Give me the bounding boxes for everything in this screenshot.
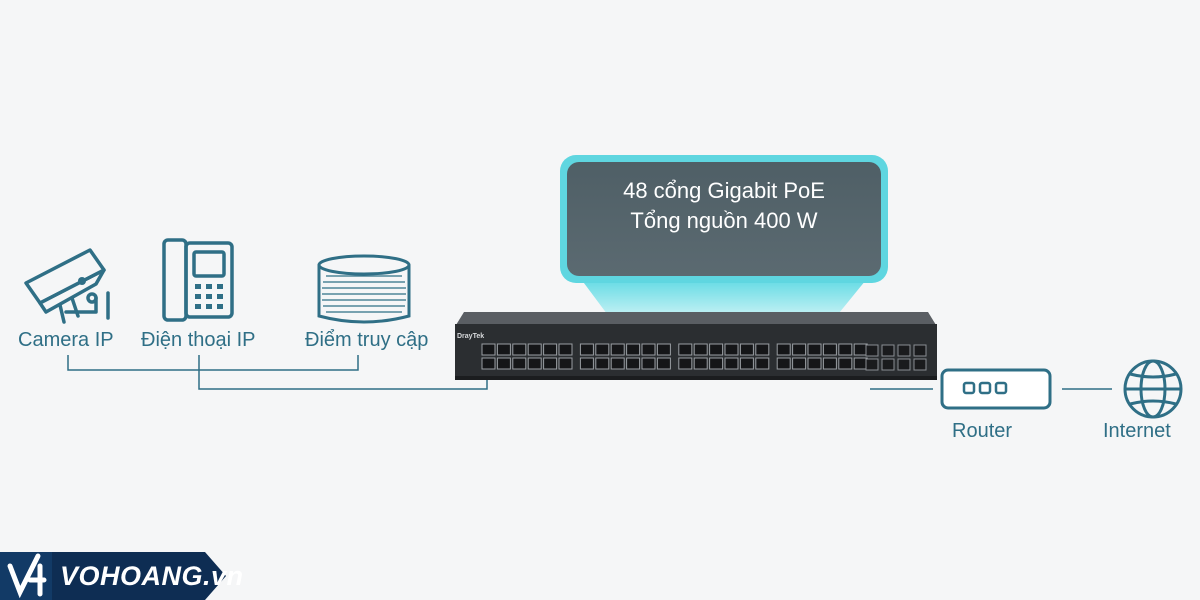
rj45-port	[610, 343, 625, 356]
access-point-icon	[317, 254, 411, 324]
rj45-port	[709, 343, 724, 356]
rj45-port	[656, 357, 671, 370]
internet-label: Internet	[1103, 420, 1171, 442]
rj45-port	[512, 343, 527, 356]
vh-logo-icon	[7, 553, 47, 599]
rj45-port	[579, 357, 594, 370]
rj45-port	[610, 357, 625, 370]
rj45-port	[724, 357, 739, 370]
rj45-port	[822, 343, 837, 356]
rj45-port	[739, 343, 754, 356]
rj45-port	[724, 343, 739, 356]
rj45-port	[641, 343, 656, 356]
security-camera-icon	[24, 248, 110, 324]
rj45-port	[807, 343, 822, 356]
rj45-port	[822, 357, 837, 370]
rj45-port	[543, 357, 558, 370]
rj45-port	[641, 357, 656, 370]
rj45-port	[739, 357, 754, 370]
rj45-port	[481, 343, 496, 356]
switch-brand-text: DrayTek	[457, 333, 484, 340]
rj45-port	[853, 343, 868, 356]
rj45-port	[678, 357, 693, 370]
rj45-port	[656, 343, 671, 356]
sfp-ports	[865, 344, 927, 371]
rj45-port	[595, 343, 610, 356]
rj45-port	[755, 357, 770, 370]
rj45-port	[693, 343, 708, 356]
footer-brand-banner	[0, 552, 226, 600]
camera-label: Camera IP	[18, 329, 114, 351]
rj45-port	[838, 343, 853, 356]
rj45-port	[776, 357, 791, 370]
rj45-port	[595, 357, 610, 370]
rj45-port	[481, 357, 496, 370]
switch-ports	[481, 343, 868, 370]
rj45-port	[558, 343, 573, 356]
rj45-port	[527, 343, 542, 356]
rj45-port	[496, 357, 511, 370]
rj45-port	[776, 343, 791, 356]
rj45-port	[543, 343, 558, 356]
rj45-port	[807, 357, 822, 370]
ip-phone-icon	[162, 238, 234, 322]
rj45-port	[579, 343, 594, 356]
rj45-port	[792, 343, 807, 356]
globe-icon	[1123, 359, 1183, 419]
rj45-port	[626, 343, 641, 356]
rj45-port	[709, 357, 724, 370]
rj45-port	[853, 357, 868, 370]
rj45-port	[792, 357, 807, 370]
phone-label: Điện thoại IP	[141, 329, 256, 351]
rj45-port	[755, 343, 770, 356]
access-point-label: Điểm truy cập	[305, 329, 429, 351]
rj45-port	[678, 343, 693, 356]
rj45-port	[626, 357, 641, 370]
rj45-port	[496, 343, 511, 356]
callout-line-2: Tổng nguồn 400 W	[630, 208, 818, 233]
rj45-port	[558, 357, 573, 370]
router-icon	[940, 368, 1052, 410]
left-connection-lines	[67, 355, 488, 390]
callout-box	[567, 162, 881, 276]
rj45-port	[838, 357, 853, 370]
rj45-port	[693, 357, 708, 370]
callout-line-1: 48 cổng Gigabit PoE	[623, 178, 825, 203]
router-label: Router	[952, 420, 1013, 442]
network-switch: DrayTek	[455, 312, 937, 380]
callout-beam	[578, 275, 870, 318]
rj45-port	[527, 357, 542, 370]
rj45-port	[512, 357, 527, 370]
footer-brand-text: VOHOANG.vn	[60, 561, 244, 591]
